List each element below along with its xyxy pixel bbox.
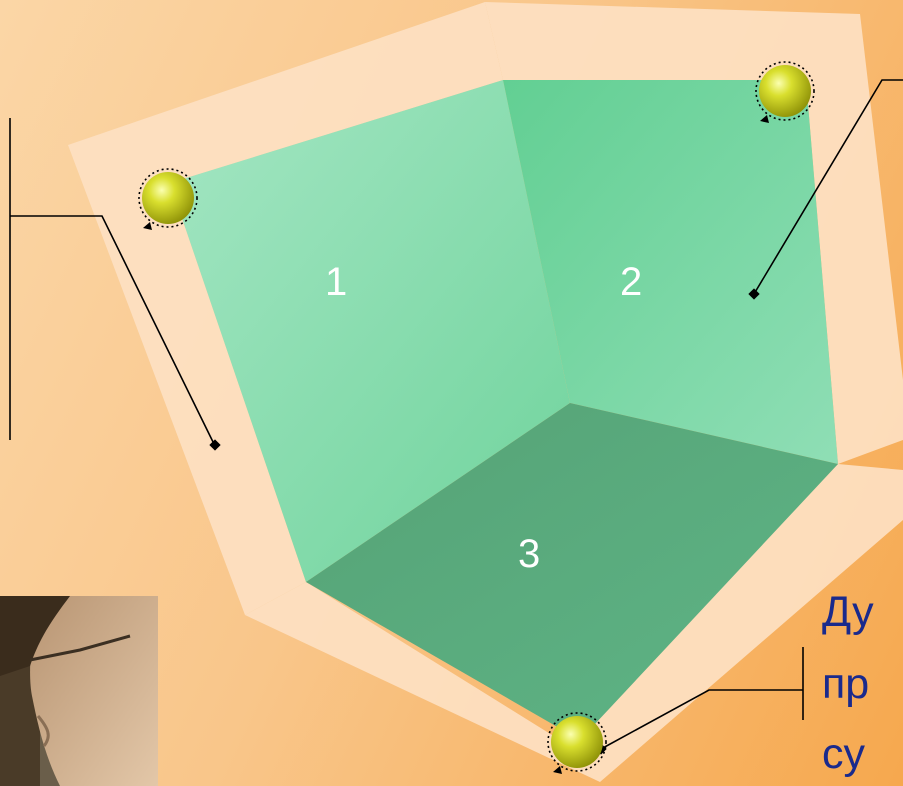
callout-text-line-3: су	[822, 730, 865, 778]
face-3-label: 3	[518, 532, 540, 576]
face-2-label: 2	[620, 260, 642, 304]
callout-text-line-2: пр	[822, 660, 869, 708]
face-1-label: 1	[325, 260, 347, 304]
callout-text-line-1: Ду	[822, 588, 874, 636]
person-profile-photo-icon	[0, 596, 158, 786]
